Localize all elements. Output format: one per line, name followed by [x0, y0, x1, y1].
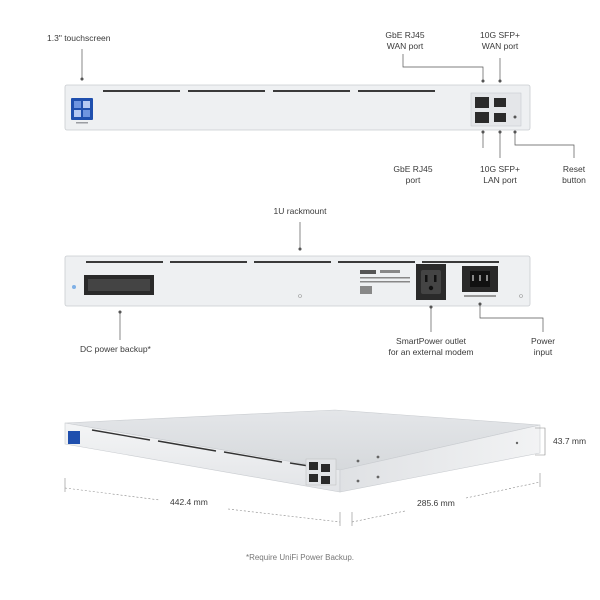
- lan-sfp-label: 10G SFP+LAN port: [480, 164, 520, 185]
- dimension-lines: [64, 481, 541, 523]
- vent-slot: [422, 261, 499, 263]
- vent-slot: [86, 261, 163, 263]
- isometric-view: [64, 409, 541, 493]
- iso-port-block: [305, 458, 337, 486]
- touchscreen: [71, 98, 93, 124]
- dc-backup-connector: [84, 275, 154, 295]
- depth-dimension: 285.6 mm: [417, 498, 455, 508]
- front-port-block: [470, 92, 522, 127]
- footnote: *Require UniFi Power Backup.: [245, 553, 355, 562]
- vent-slot: [273, 90, 350, 92]
- status-led: [72, 285, 76, 289]
- touchscreen-label: 1.3" touchscreen: [47, 33, 111, 43]
- height-dimension: 43.7 mm: [553, 436, 587, 446]
- wan-rj45-port: [475, 97, 489, 108]
- dc-backup-label: DC power backup*: [80, 344, 151, 354]
- width-dimension: 442.4 mm: [170, 497, 208, 507]
- vent-slot: [254, 261, 331, 263]
- vent-slot: [358, 90, 435, 92]
- power-input-socket: [462, 266, 498, 297]
- wan-sfp-port: [494, 98, 506, 107]
- rackmount-label: 1U rackmount: [273, 206, 327, 216]
- lan-sfp-port: [494, 113, 506, 122]
- front-leader-lines: [80, 49, 575, 158]
- dimension-ticks: [64, 427, 546, 526]
- product-label-area: [360, 270, 410, 294]
- rear-panel: [64, 255, 531, 307]
- iso-touchscreen: [68, 431, 80, 444]
- reset-button: [513, 115, 517, 119]
- lan-rj45-port: [475, 112, 489, 123]
- vent-slot: [170, 261, 247, 263]
- vent-slot: [103, 90, 180, 92]
- wan-sfp-label: 10G SFP+WAN port: [480, 30, 520, 51]
- front-panel: [64, 84, 531, 131]
- rear-leader-lines: [118, 222, 544, 340]
- smartpower-outlet: [416, 264, 446, 300]
- vent-slot: [188, 90, 265, 92]
- vent-slot: [338, 261, 415, 263]
